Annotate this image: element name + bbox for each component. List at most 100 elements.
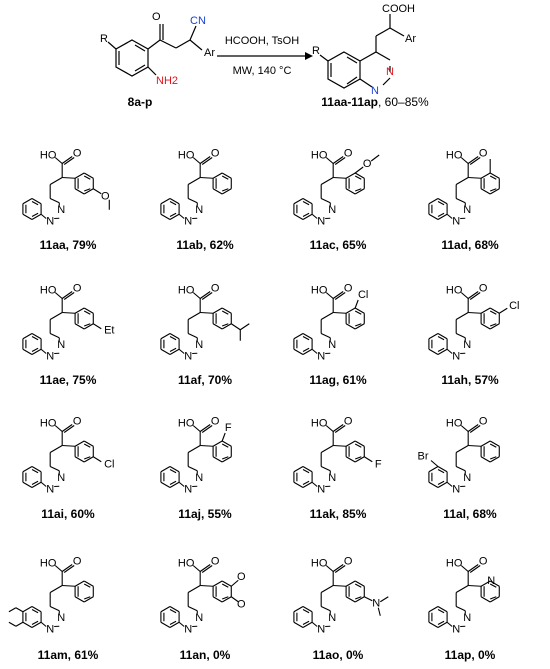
n-atom: N	[195, 472, 203, 484]
compound-label-11ap: 11ap, 0%	[444, 648, 496, 662]
amine-n: N	[372, 598, 380, 610]
compound-label-11ae: 11ae, 75%	[39, 373, 97, 387]
fluoro: F	[375, 459, 382, 471]
product-yield-range: , 60–85%	[378, 95, 429, 109]
amine-label: NH2	[156, 75, 178, 87]
carbonyl-o: O	[211, 555, 220, 567]
n-atom: N	[317, 483, 325, 495]
n-atom: N	[46, 350, 54, 362]
carbonyl-o: O	[73, 147, 82, 159]
chloro: Cl	[104, 459, 114, 471]
n-atom: N	[452, 215, 460, 227]
product-label: 11aa-11ap, 60–85%	[321, 95, 428, 109]
carbonyl-o: O	[479, 415, 488, 427]
reactant-r: R	[100, 33, 108, 45]
carbonyl-o: O	[211, 282, 220, 294]
compound-label-11am: 11am, 61%	[37, 648, 99, 662]
n-atom: N	[317, 215, 325, 227]
compound-label-11ab: 11ab, 62%	[176, 238, 234, 252]
reagents-top: HCOOH, TsOH	[225, 35, 299, 47]
n-atom: N	[463, 339, 471, 351]
compound-label-11af: 11af, 70%	[177, 373, 233, 387]
structure-11ab: NN O HO	[160, 147, 232, 227]
pyridyl-n: N	[487, 575, 495, 587]
compound-label-11an: 11an, 0%	[179, 648, 231, 662]
n-atom: N	[452, 350, 460, 362]
n-atom: N	[195, 204, 203, 216]
compound-label-11ad: 11ad, 68%	[441, 238, 499, 252]
hydroxyl: HO	[446, 557, 463, 569]
n-atom: N	[46, 483, 54, 495]
n-atom: N	[328, 472, 336, 484]
methoxy-o: O	[101, 191, 110, 203]
carbonyl-o: O	[479, 147, 488, 159]
fluoro: F	[225, 422, 232, 434]
hydroxyl: HO	[446, 417, 463, 429]
product-r: R	[312, 45, 320, 57]
methoxy-o: O	[237, 571, 246, 583]
hydroxyl: HO	[446, 149, 463, 161]
carbonyl-o: O	[479, 282, 488, 294]
product-label-code: 11aa-11ap	[321, 95, 378, 109]
hydroxyl: HO	[311, 284, 328, 296]
hydroxyl: HO	[40, 284, 57, 296]
carbonyl-o: O	[479, 555, 488, 567]
carbonyl-o: O	[344, 555, 353, 567]
structure-11ai: NN O HO Cl	[22, 415, 114, 495]
n-atom: N	[184, 483, 192, 495]
chloro: Cl	[358, 289, 368, 301]
hydroxyl: HO	[311, 557, 328, 569]
carbonyl-o: O	[211, 147, 220, 159]
hydroxyl: HO	[311, 149, 328, 161]
n-atom: N	[46, 623, 54, 635]
n-atom: N	[317, 623, 325, 635]
hydroxyl: HO	[40, 417, 57, 429]
compound-label-11ah: 11ah, 57%	[441, 373, 499, 387]
product-ar: Ar	[405, 33, 416, 45]
n-atom: N	[463, 472, 471, 484]
reaction-arrow-head	[305, 52, 313, 60]
reactant-label: 8a-p	[127, 95, 153, 109]
structure-11al: NN O HO Br	[418, 415, 500, 495]
hydroxyl: HO	[446, 284, 463, 296]
hydroxyl: HO	[178, 557, 195, 569]
n-atom: N	[57, 472, 65, 484]
n-atom: N	[184, 623, 192, 635]
n-atom: N	[46, 215, 54, 227]
n-atom: N	[195, 339, 203, 351]
compound-label-11aj: 11aj, 55%	[178, 507, 232, 521]
n-atom: N	[452, 623, 460, 635]
compound-label-11ag: 11ag, 61%	[309, 373, 367, 387]
reactant-ar: Ar	[204, 47, 215, 59]
product-cooh: COOH	[382, 3, 415, 15]
hydroxyl: HO	[311, 417, 328, 429]
methoxy-o: O	[237, 599, 246, 611]
bromo: Br	[418, 450, 429, 462]
n-atom: N	[184, 215, 192, 227]
n-atom: N	[57, 339, 65, 351]
hydroxyl: HO	[178, 149, 195, 161]
n-atom: N	[57, 204, 65, 216]
carbonyl-o: O	[73, 555, 82, 567]
carbonyl-o: O	[73, 415, 82, 427]
n-atom: N	[452, 483, 460, 495]
compound-label-11aa: 11aa, 79%	[39, 238, 97, 252]
compound-label-11ao: 11ao, 0%	[312, 648, 364, 662]
n-atom: N	[184, 350, 192, 362]
n-atom: N	[328, 339, 336, 351]
ketone-o: O	[152, 11, 161, 23]
n-atom: N	[463, 612, 471, 624]
product-n1: N	[371, 85, 379, 97]
